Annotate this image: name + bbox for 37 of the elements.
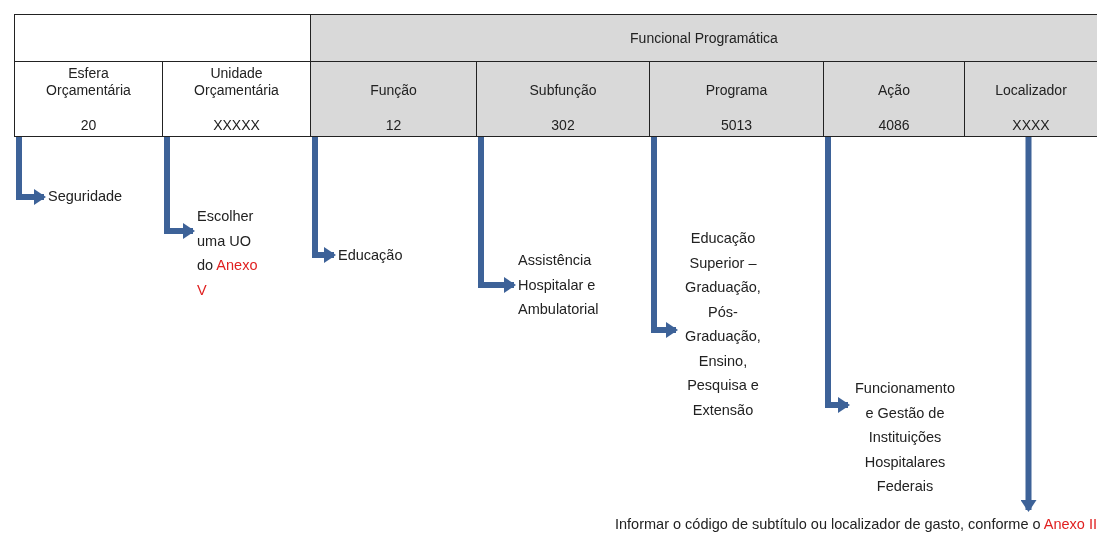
arrow xyxy=(478,137,516,293)
header-cell xyxy=(162,61,311,137)
arrow xyxy=(16,137,46,205)
column-heading: Funcional Programática xyxy=(629,30,779,47)
column-code: XXXX xyxy=(1011,117,1051,134)
column-heading: Esfera Orçamentária xyxy=(45,65,132,99)
column-code: 20 xyxy=(79,117,98,134)
description-text: Educação xyxy=(338,243,428,268)
column-heading: Programa xyxy=(704,82,769,99)
description-text: Escolher uma UO do Anexo V xyxy=(197,204,269,302)
header-cell xyxy=(649,61,824,137)
arrow xyxy=(312,137,336,263)
arrow xyxy=(1020,137,1037,512)
header-cell xyxy=(310,61,477,137)
description-text: Funcionamento e Gestão de Instituições Hospitalares Federais xyxy=(852,376,958,499)
arrow xyxy=(651,137,678,338)
column-heading: Função xyxy=(369,82,418,99)
description-text: Educação Superior – Graduação, Pós-Graduação, Ensino, Pesquisa e Extensão xyxy=(680,226,766,422)
column-code: 5013 xyxy=(719,117,754,134)
arrow xyxy=(164,137,195,239)
column-code: 4086 xyxy=(877,117,911,134)
arrow xyxy=(825,137,850,413)
header-cell xyxy=(310,14,1097,63)
column-heading: Subfunção xyxy=(528,82,598,99)
description-text: Informar o código de subtítulo ou localizador de gasto, conforme o Anexo II xyxy=(540,512,1097,537)
header-cell xyxy=(964,61,1097,137)
description-text: Seguridade xyxy=(48,184,158,209)
header-cell xyxy=(476,61,650,137)
column-code: 302 xyxy=(550,117,576,134)
column-code: XXXXX xyxy=(212,117,261,134)
description-text: Assistência Hospitalar e Ambulatorial xyxy=(518,248,633,322)
column-heading: Ação xyxy=(877,82,911,99)
header-cell xyxy=(14,61,163,137)
column-heading: Unidade Orçamentária xyxy=(193,65,280,99)
column-code: 12 xyxy=(384,117,403,134)
column-heading: Localizador xyxy=(994,82,1068,99)
header-cell xyxy=(823,61,965,137)
